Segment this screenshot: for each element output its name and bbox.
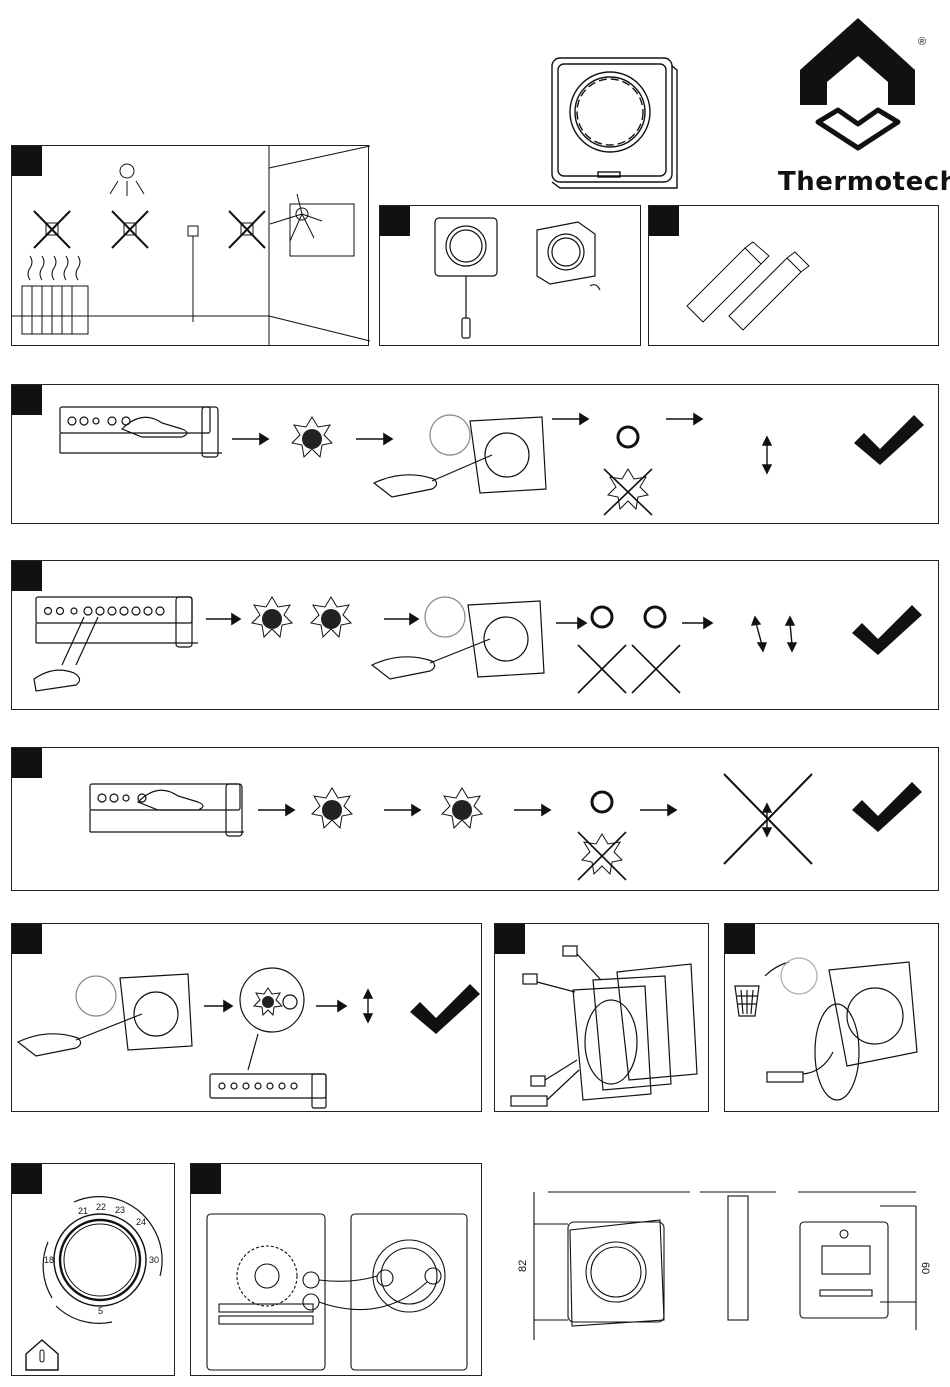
dim-height: 82 [517,1260,529,1272]
dim-depth: 60 [919,1262,931,1274]
